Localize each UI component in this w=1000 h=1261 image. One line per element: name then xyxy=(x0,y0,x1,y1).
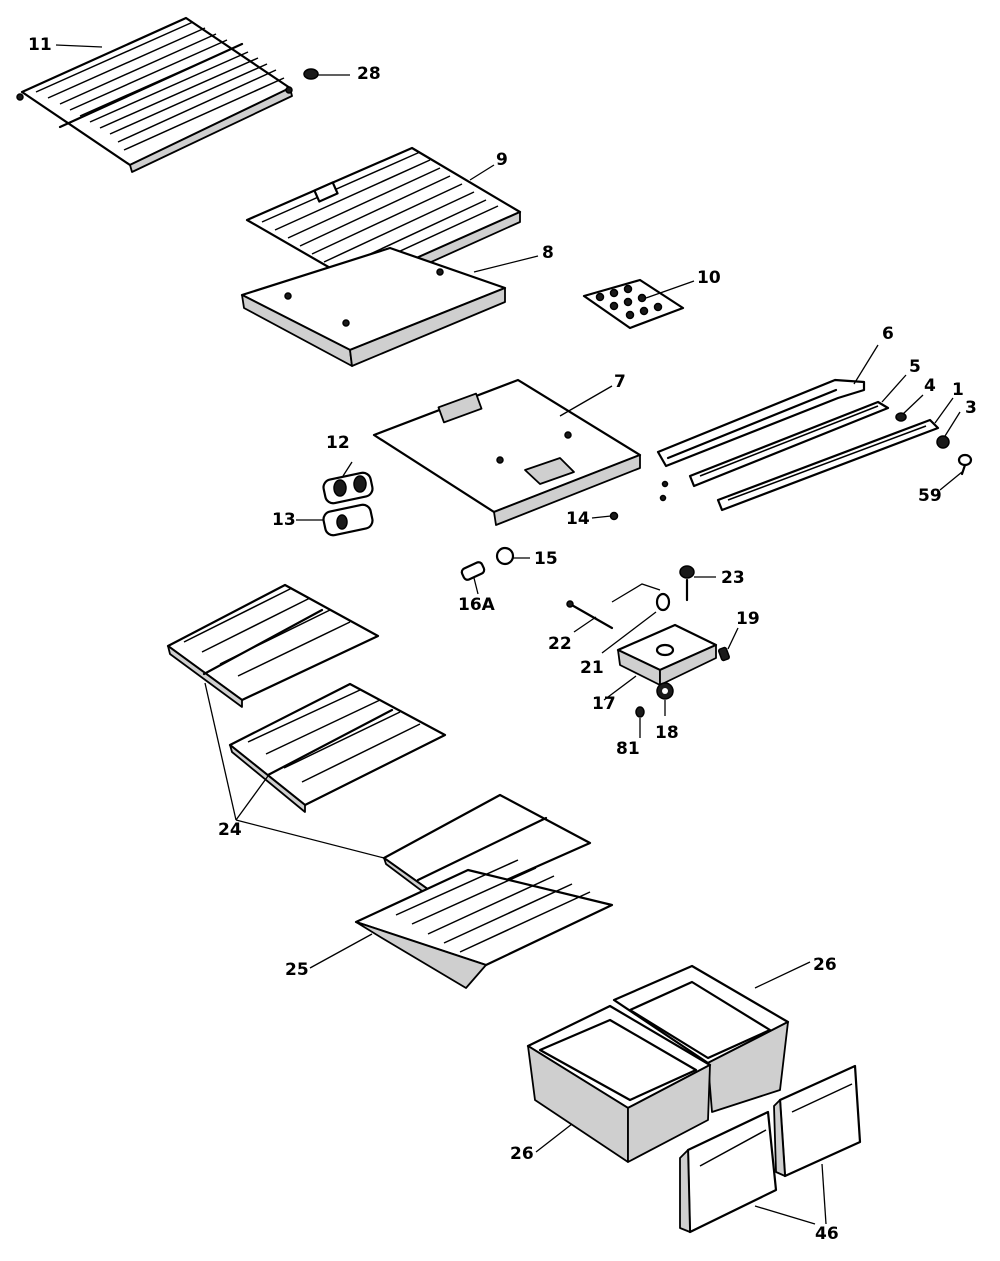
screw-19 xyxy=(718,646,730,662)
callout-21: 21 xyxy=(580,658,604,678)
rod-22 xyxy=(566,600,614,630)
bracket-21 xyxy=(611,583,671,612)
callout-16A: 16A xyxy=(458,595,495,615)
shelf-7 xyxy=(372,378,642,526)
rail-1 xyxy=(716,418,940,512)
shelf-frame-8 xyxy=(240,246,507,367)
callout-24: 24 xyxy=(218,820,242,840)
screw-14 xyxy=(609,511,619,521)
shelf-24-middle xyxy=(228,682,447,813)
nut-3 xyxy=(936,435,950,449)
callout-5: 5 xyxy=(909,357,921,377)
screw-81 xyxy=(635,706,645,718)
callout-25: 25 xyxy=(285,960,309,980)
leader-lines xyxy=(55,44,963,738)
callout-26-front: 26 xyxy=(510,1144,534,1164)
callout-17: 17 xyxy=(592,694,616,714)
leaders-46 xyxy=(754,1163,827,1225)
cap-23 xyxy=(679,565,695,602)
callout-19: 19 xyxy=(736,609,760,629)
grommet-18 xyxy=(656,682,674,700)
callout-15: 15 xyxy=(534,549,558,569)
callout-59: 59 xyxy=(918,486,942,506)
hinge-16A xyxy=(460,561,486,581)
crisper-drawer-26-back xyxy=(612,961,811,1113)
callout-1: 1 xyxy=(952,380,964,400)
wire-shelf-11 xyxy=(16,16,293,173)
bin-17 xyxy=(616,623,718,686)
callout-6: 6 xyxy=(882,324,894,344)
callout-4: 4 xyxy=(924,376,936,396)
callout-10: 10 xyxy=(697,268,721,288)
bracket-13 xyxy=(322,503,374,537)
screw-59 xyxy=(957,453,973,476)
callout-8: 8 xyxy=(542,243,554,263)
callout-3: 3 xyxy=(965,398,977,418)
callout-81: 81 xyxy=(616,739,640,759)
bracket-12 xyxy=(322,471,374,505)
pin-b xyxy=(659,494,667,502)
rail-6 xyxy=(656,378,866,468)
pin-a xyxy=(661,480,669,488)
callout-13: 13 xyxy=(272,510,296,530)
callout-12: 12 xyxy=(326,433,350,453)
crisper-drawer-26-front xyxy=(526,1004,712,1163)
drawer-front-46-a xyxy=(679,1110,778,1234)
tray-10 xyxy=(582,278,685,330)
callout-26-back: 26 xyxy=(813,955,837,975)
drawer-front-46-b xyxy=(773,1064,862,1178)
callout-46: 46 xyxy=(815,1224,839,1244)
callout-28: 28 xyxy=(357,64,381,84)
callout-7: 7 xyxy=(614,372,626,392)
clip-15 xyxy=(495,546,515,566)
washer-4 xyxy=(895,412,907,422)
callout-18: 18 xyxy=(655,723,679,743)
callout-14: 14 xyxy=(566,509,590,529)
leaders-24 xyxy=(204,682,385,859)
callout-9: 9 xyxy=(496,150,508,170)
callout-22: 22 xyxy=(548,634,572,654)
crisper-cover-25 xyxy=(309,859,614,989)
clip-28 xyxy=(303,68,319,80)
callout-23: 23 xyxy=(721,568,745,588)
shelf-24-top xyxy=(166,583,380,708)
rail-5 xyxy=(688,400,890,488)
callout-11: 11 xyxy=(28,35,52,55)
